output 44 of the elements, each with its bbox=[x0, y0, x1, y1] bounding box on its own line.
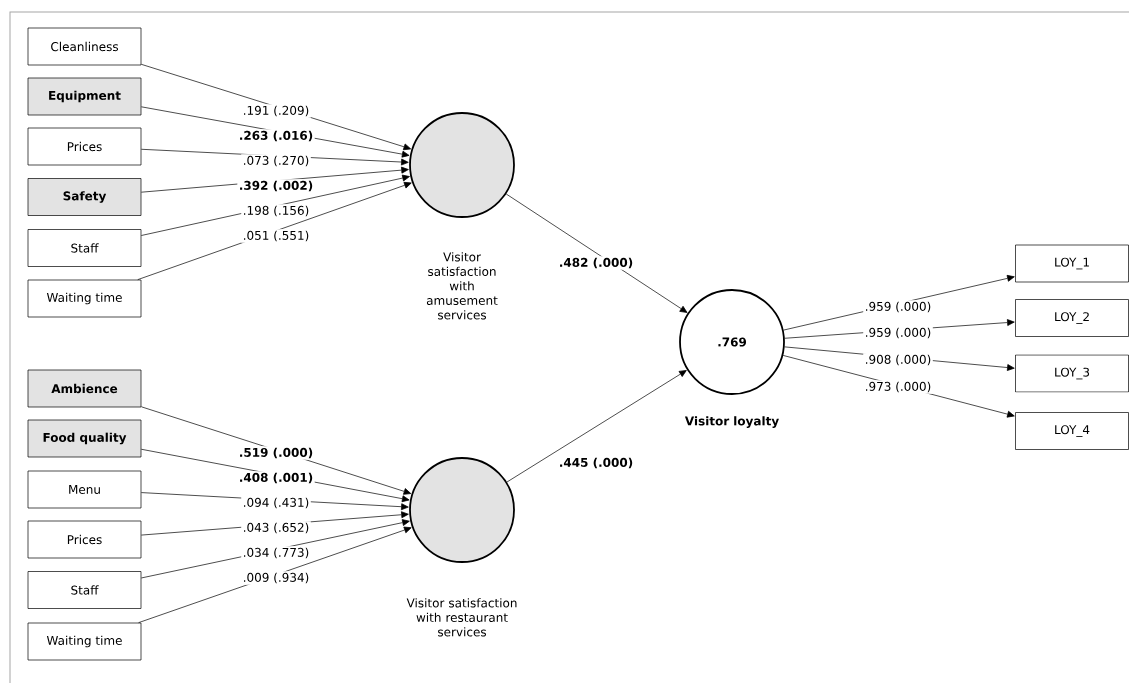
indicator-box: Equipment bbox=[27, 77, 142, 116]
construct-label: Visitor satisfaction with amusement services bbox=[426, 252, 498, 320]
indicator-box: LOY_3 bbox=[1015, 354, 1129, 393]
indicator-box: Cleanliness bbox=[27, 27, 142, 66]
edge-label: .051 (.551) bbox=[241, 229, 311, 243]
edge-label: .482 (.000) bbox=[557, 256, 635, 270]
edge-label: .908 (.000) bbox=[863, 353, 933, 367]
edge-label: .009 (.934) bbox=[241, 571, 311, 585]
indicator-box: Waiting time bbox=[27, 279, 142, 318]
edge-label: .094 (.431) bbox=[241, 496, 311, 510]
construct-label: Visitor satisfaction with restaurant services bbox=[406, 598, 517, 637]
edge-label: .519 (.000) bbox=[237, 446, 315, 460]
edge-label: .034 (.773) bbox=[241, 546, 311, 560]
indicator-box: Prices bbox=[27, 520, 142, 559]
indicator-box: Food quality bbox=[27, 419, 142, 458]
edge-label: .973 (.000) bbox=[863, 380, 933, 394]
edge-label: .191 (.209) bbox=[241, 104, 311, 118]
indicator-box: Waiting time bbox=[27, 622, 142, 661]
arrow bbox=[138, 526, 412, 623]
construct-circle bbox=[409, 112, 515, 218]
indicator-box: Prices bbox=[27, 127, 142, 166]
edge-label: .043 (.652) bbox=[241, 521, 311, 535]
edge-label: .198 (.156) bbox=[241, 204, 311, 218]
indicator-box: LOY_2 bbox=[1015, 299, 1129, 337]
edge-label: .408 (.001) bbox=[237, 471, 315, 485]
indicator-box: Staff bbox=[27, 229, 142, 267]
edge-label: .263 (.016) bbox=[237, 129, 315, 143]
indicator-box: LOY_1 bbox=[1015, 244, 1129, 283]
indicator-box: Safety bbox=[27, 178, 142, 216]
arrow bbox=[506, 370, 687, 483]
arrow bbox=[141, 174, 410, 236]
indicator-box: Menu bbox=[27, 470, 142, 509]
construct-label: Visitor loyalty bbox=[684, 416, 779, 428]
indicator-box: LOY_4 bbox=[1015, 412, 1129, 450]
indicator-box: Staff bbox=[27, 571, 142, 609]
indicator-box: Ambience bbox=[27, 369, 142, 408]
arrow bbox=[505, 193, 688, 313]
construct-circle bbox=[409, 457, 515, 563]
edge-label: .959 (.000) bbox=[863, 326, 933, 340]
arrow bbox=[137, 181, 412, 280]
edge-label: .073 (.270) bbox=[241, 154, 311, 168]
edge-label: .392 (.002) bbox=[237, 179, 315, 193]
edge-label: .959 (.000) bbox=[863, 300, 933, 314]
edge-label: .445 (.000) bbox=[557, 456, 635, 470]
